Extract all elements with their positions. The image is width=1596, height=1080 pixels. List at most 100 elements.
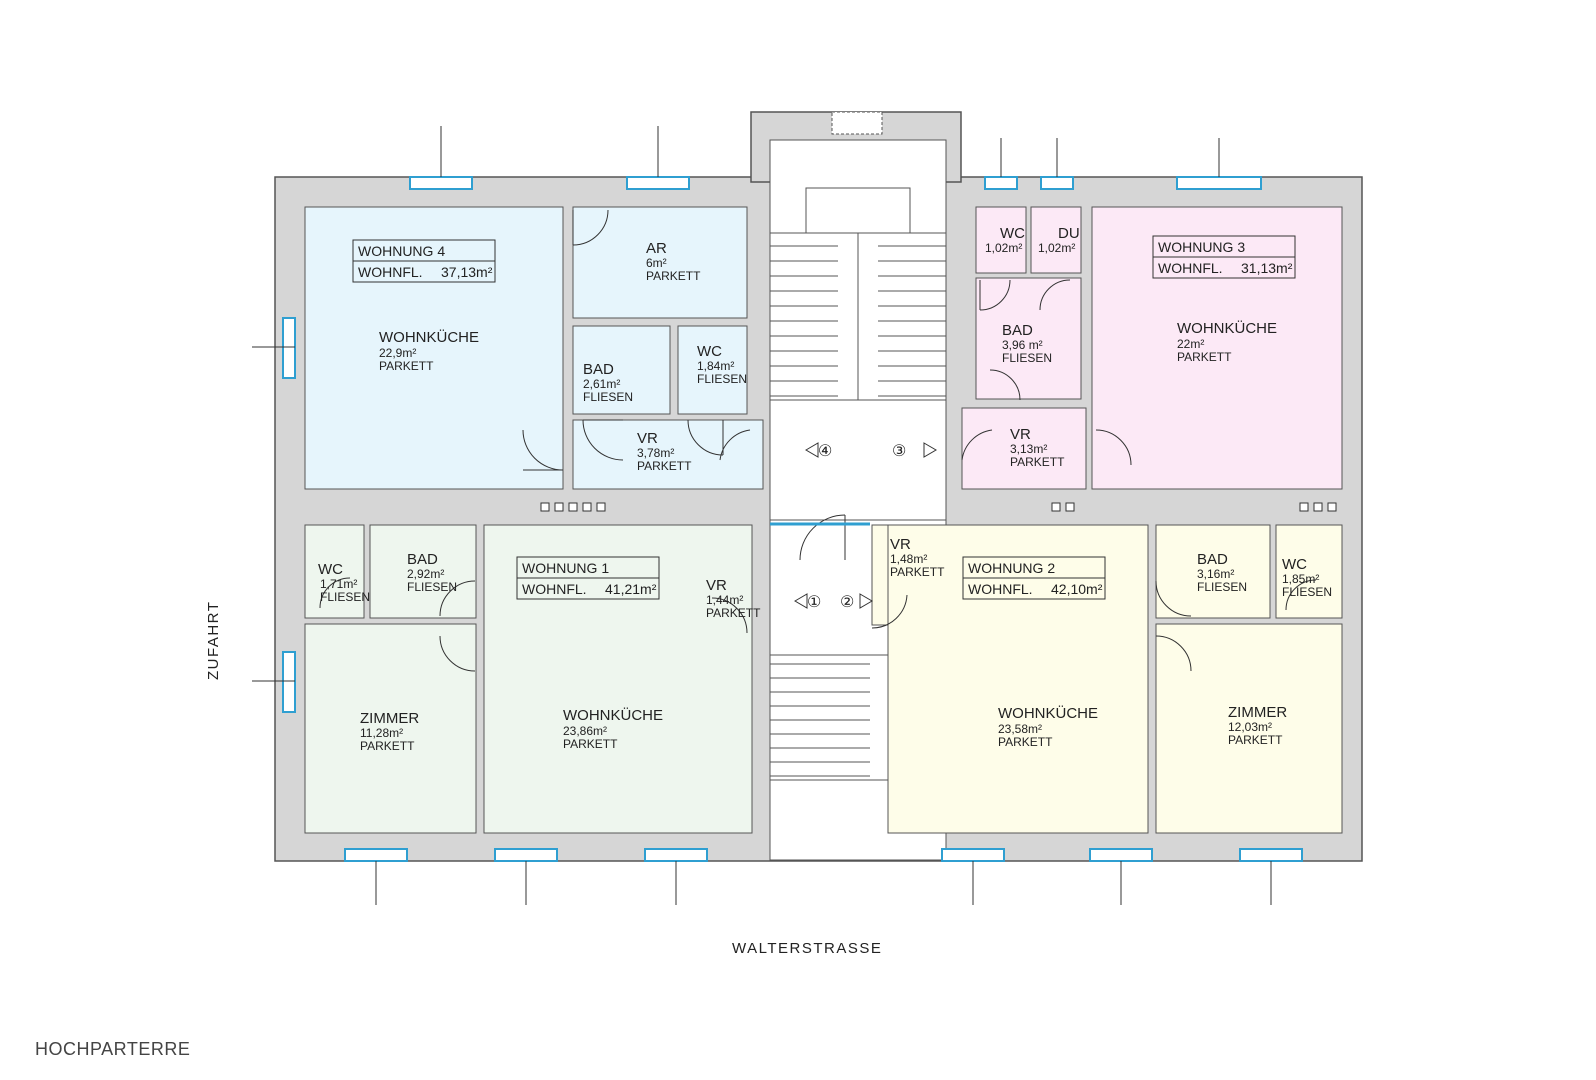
- unit-1-name: WOHNUNG 1: [522, 560, 609, 576]
- room-u4-bad-name: BAD: [583, 361, 614, 378]
- room-u1-bad-floor: FLIESEN: [407, 580, 457, 594]
- access-label: ZUFAHRT: [205, 601, 222, 680]
- unit-3: [961, 206, 1343, 490]
- room-u1-vr-area: 1,44m²: [706, 593, 743, 607]
- room-u1-wc-name: WC: [318, 561, 343, 578]
- u3-du-area: [1030, 206, 1082, 274]
- window: [282, 651, 296, 713]
- window: [1089, 848, 1153, 862]
- window: [1176, 176, 1262, 190]
- doors: [319, 209, 1317, 672]
- entrance-3: ③: [892, 443, 906, 460]
- room-u2-bad-name: BAD: [1197, 551, 1228, 568]
- room-u3-wohnkueche-area: 22m²: [1177, 337, 1204, 351]
- unit-4-name: WOHNUNG 4: [358, 243, 445, 259]
- room-u3-bad-floor: FLIESEN: [1002, 351, 1052, 365]
- room-u4-vr-floor: PARKETT: [637, 459, 692, 473]
- entrance-numbers: ④ ③ ① ②: [807, 443, 906, 611]
- room-u1-wc-floor: FLIESEN: [320, 590, 370, 604]
- room-u3-wohnkueche-name: WOHNKÜCHE: [1177, 319, 1277, 337]
- u4-wc-area: [677, 325, 748, 415]
- meter-boxes: [540, 502, 1337, 512]
- room-u2-zimmer-name: ZIMMER: [1228, 704, 1287, 721]
- u1-bad-area: [369, 524, 477, 619]
- room-u4-vr-name: VR: [637, 430, 658, 447]
- floor-label: HOCHPARTERRE: [35, 1039, 190, 1059]
- room-u2-wc-floor: FLIESEN: [1282, 585, 1332, 599]
- room-u1-zimmer-area: 11,28m²: [360, 726, 403, 740]
- unit-boxes: [352, 235, 1296, 600]
- room-u4-vr-area: 3,78m²: [637, 446, 674, 460]
- u4-vr-area: [572, 419, 764, 490]
- room-u2-wohnkueche-name: WOHNKÜCHE: [998, 704, 1098, 722]
- u4-wohnkueche-area: [304, 206, 564, 490]
- room-u2-wc-area: 1,85m²: [1282, 572, 1319, 586]
- room-u4-wc-area: 1,84m²: [697, 359, 734, 373]
- room-u3-vr-name: VR: [1010, 426, 1031, 443]
- room-u1-bad-area: 2,92m²: [407, 567, 444, 581]
- room-u3-wc-area: 1,02m²: [985, 241, 1022, 255]
- room-u4-wc-name: WC: [697, 343, 722, 360]
- room-u1-wc-area: 1,71m²: [320, 577, 357, 591]
- unit-4-area: 37,13m²: [441, 264, 493, 280]
- u3-vr-area: [961, 407, 1087, 490]
- window: [494, 848, 558, 862]
- room-u2-wohnkueche-area: 23,58m²: [998, 722, 1042, 736]
- unit-2-area-label: WOHNFL.: [968, 581, 1033, 597]
- stair-treads: [770, 233, 946, 777]
- room-u1-bad-name: BAD: [407, 551, 438, 568]
- window: [1040, 176, 1074, 190]
- room-u2-vr-area: 1,48m²: [890, 552, 927, 566]
- window: [409, 176, 473, 190]
- room-u1-wohnkueche-floor: PARKETT: [563, 737, 618, 751]
- room-u1-zimmer-floor: PARKETT: [360, 739, 415, 753]
- unit-4-area-label: WOHNFL.: [358, 264, 423, 280]
- u4-bad-area: [572, 325, 671, 415]
- room-u2-zimmer-area: 12,03m²: [1228, 720, 1272, 734]
- unit-2-name: WOHNUNG 2: [968, 560, 1055, 576]
- room-labels: WOHNKÜCHE 22,9m² PARKETT AR 6m² PARKETT …: [318, 225, 1332, 753]
- u4-ar-area: [572, 206, 748, 319]
- room-u4-wohnkueche-name: WOHNKÜCHE: [379, 328, 479, 346]
- room-u4-ar-area: 6m²: [646, 256, 667, 270]
- unit-1: [304, 524, 753, 834]
- room-u2-vr-floor: PARKETT: [890, 565, 945, 579]
- room-u2-wc-name: WC: [1282, 556, 1307, 573]
- u3-bad-area: [975, 277, 1082, 400]
- window: [626, 176, 690, 190]
- unit-4: [304, 206, 764, 490]
- room-u3-vr-floor: PARKETT: [1010, 455, 1065, 469]
- room-u3-bad-area: 3,96 m²: [1002, 338, 1043, 352]
- u2-bad-area: [1155, 524, 1271, 619]
- room-u4-wc-floor: FLIESEN: [697, 372, 747, 386]
- room-u4-ar-name: AR: [646, 240, 667, 257]
- u3-wc-area: [975, 206, 1027, 274]
- room-u4-wohnkueche-floor: PARKETT: [379, 359, 434, 373]
- room-u2-bad-area: 3,16m²: [1197, 567, 1234, 581]
- unit-3-name: WOHNUNG 3: [1158, 239, 1245, 255]
- u2-zimmer-area: [1155, 623, 1343, 834]
- room-u1-zimmer-name: ZIMMER: [360, 710, 419, 727]
- entrance-4: ④: [818, 443, 832, 460]
- room-u4-bad-area: 2,61m²: [583, 377, 620, 391]
- room-u1-vr-floor: PARKETT: [706, 606, 761, 620]
- room-u3-bad-name: BAD: [1002, 322, 1033, 339]
- room-u1-vr-name: VR: [706, 577, 727, 594]
- room-u1-wohnkueche-name: WOHNKÜCHE: [563, 706, 663, 724]
- room-u3-du-area: 1,02m²: [1038, 241, 1075, 255]
- room-u3-du-name: DU: [1058, 225, 1080, 242]
- entrance-1: ①: [807, 594, 821, 611]
- window: [984, 176, 1018, 190]
- u3-wohnkueche-area: [1091, 206, 1343, 490]
- room-u4-bad-floor: FLIESEN: [583, 390, 633, 404]
- room-u1-wohnkueche-area: 23,86m²: [563, 724, 607, 738]
- unit-3-area-label: WOHNFL.: [1158, 260, 1223, 276]
- window: [282, 317, 296, 379]
- room-u2-vr-name: VR: [890, 536, 911, 553]
- stair-window-top: [831, 111, 883, 135]
- room-u2-bad-floor: FLIESEN: [1197, 580, 1247, 594]
- room-u3-vr-area: 3,13m²: [1010, 442, 1047, 456]
- unit-3-area: 31,13m²: [1241, 260, 1293, 276]
- room-u2-wohnkueche-floor: PARKETT: [998, 735, 1053, 749]
